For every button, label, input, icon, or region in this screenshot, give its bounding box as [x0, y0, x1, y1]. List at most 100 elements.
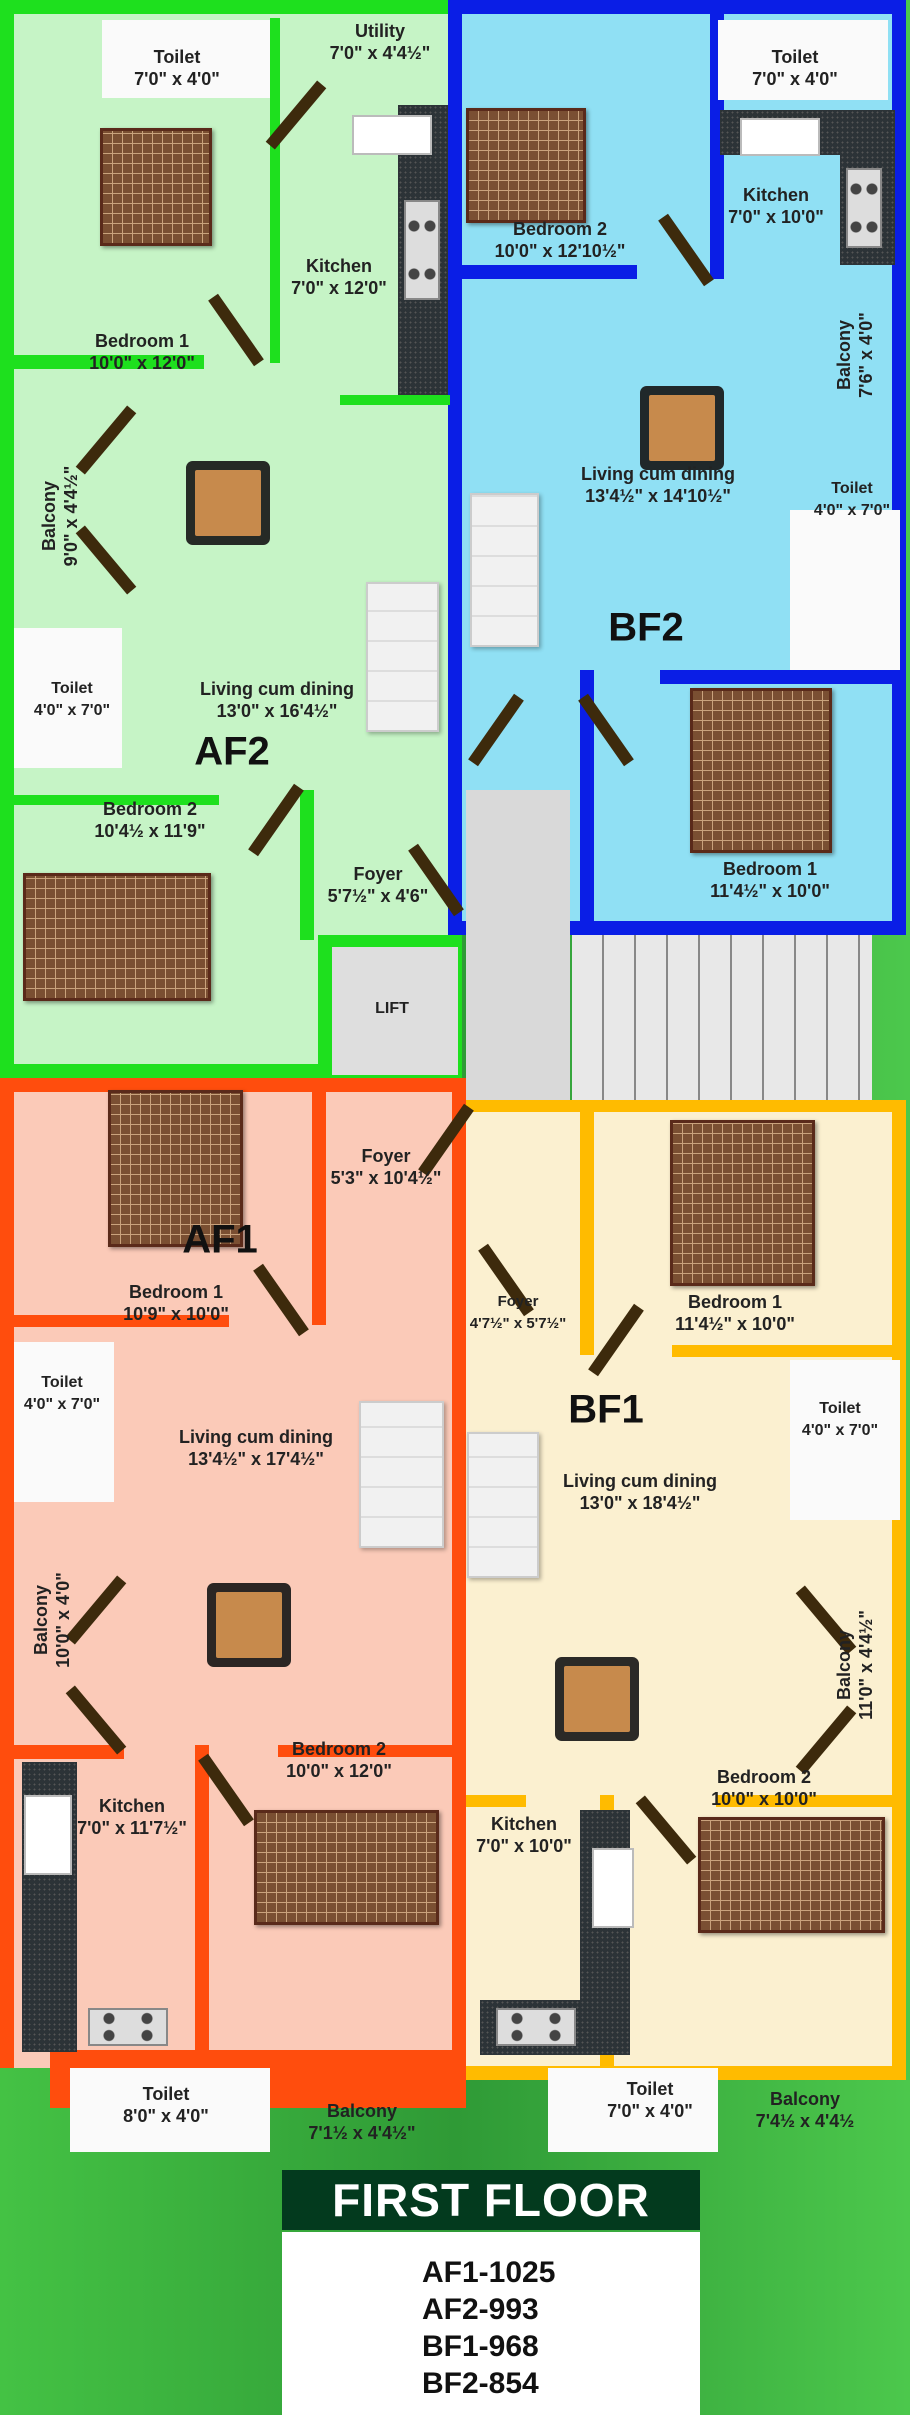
room-name: Balcony	[39, 480, 59, 552]
room-dimensions: 7'0" x 11'7½"	[77, 1818, 187, 1838]
room-dimensions: 4'0" x 7'0"	[23, 1396, 101, 1413]
room-name: Toilet	[831, 480, 873, 497]
room-name: Kitchen	[742, 185, 810, 205]
stove-icon	[88, 2008, 168, 2046]
area-item: AF1-1025	[422, 2256, 556, 2289]
room-name: Foyer	[361, 1146, 411, 1166]
floor-title: FIRST FLOOR	[332, 2174, 650, 2226]
wall	[195, 1745, 209, 2055]
dining-table-icon	[195, 470, 261, 536]
room-dimensions: 5'7½" x 4'6"	[327, 886, 429, 906]
bed-icon	[254, 1810, 439, 1925]
room-name: Bedroom 2	[102, 799, 198, 819]
room-dimensions: 5'3" x 10'4½"	[330, 1168, 442, 1188]
room-name: Living cum dining	[563, 1471, 717, 1491]
bed-icon	[108, 1090, 243, 1247]
room-dimensions: 7'0" x 4'4½"	[329, 43, 431, 63]
room-dimensions: 7'6" x 4'0"	[856, 312, 876, 398]
room-label: Toilet 4'0" x 7'0"	[34, 678, 110, 722]
room-dimensions: 10'4½ x 11'9"	[94, 821, 206, 841]
room-name: Toilet	[771, 47, 819, 67]
room-name: Bedroom 2	[512, 219, 608, 239]
room-dimensions: 9'0" x 4'4½"	[61, 465, 81, 567]
room-dimensions: 11'4½" x 10'0"	[675, 1314, 795, 1334]
room-name: Foyer	[497, 1293, 539, 1310]
room-dimensions: 4'0" x 7'0"	[33, 702, 111, 719]
unit-label-af2: AF2	[194, 729, 270, 774]
toilet-area	[70, 2068, 270, 2152]
toilet-area	[790, 510, 900, 670]
area-legend: AF1-1025 AF2-993 BF1-968 BF2-854	[282, 2232, 700, 2415]
dining-table-icon	[216, 1592, 282, 1658]
room-name: Toilet	[626, 2079, 674, 2099]
room-dimensions: 10'0" x 12'0"	[89, 353, 195, 373]
toilet-area	[14, 628, 122, 768]
room-name: Utility	[354, 21, 406, 41]
staircase	[572, 935, 872, 1103]
room-dimensions: 4'0" x 7'0"	[813, 502, 891, 519]
lift-label: LIFT	[375, 1000, 409, 1017]
room-dimensions: 11'4½" x 10'0"	[710, 881, 830, 901]
sofa-icon	[470, 493, 539, 647]
room-dimensions: 11'0" x 4'4½"	[856, 1610, 876, 1720]
room-dimensions: 13'0" x 18'4½"	[579, 1493, 701, 1513]
room-dimensions: 10'0" x 10'0"	[711, 1789, 817, 1809]
room-name: Kitchen	[98, 1796, 165, 1816]
room-dimensions: 10'0" x 12'0"	[286, 1761, 392, 1781]
room-name: Living cum dining	[200, 679, 354, 699]
sink-icon	[24, 1795, 72, 1875]
stove-icon	[846, 168, 882, 248]
wall	[716, 1795, 901, 1807]
room-name: Bedroom 1	[128, 1282, 224, 1302]
room-dimensions: 13'0" x 16'4½"	[216, 701, 338, 721]
stove-icon	[496, 2008, 576, 2046]
area-item: BF1-968	[422, 2330, 539, 2363]
room-dimensions: 8'0" x 4'0"	[123, 2106, 209, 2126]
wall	[278, 1745, 458, 1757]
sofa-icon	[467, 1432, 539, 1578]
bed-icon	[23, 873, 211, 1001]
room-dimensions: 13'4½" x 17'4½"	[188, 1449, 324, 1469]
room-name: Balcony	[834, 1629, 854, 1701]
bed-icon	[690, 688, 832, 853]
room-name: Toilet	[51, 680, 93, 697]
room-dimensions: 7'0" x 10'0"	[476, 1836, 572, 1856]
room-dimensions: 10'9" x 10'0"	[123, 1304, 229, 1324]
toilet-area	[102, 20, 270, 98]
unit-label-bf1: BF1	[568, 1387, 644, 1432]
wall	[580, 670, 594, 935]
bed-icon	[670, 1120, 815, 1286]
wall	[312, 1085, 326, 1325]
room-name: Balcony	[834, 319, 854, 391]
sink-icon	[740, 118, 820, 156]
room-dimensions: 7'4½ x 4'4½	[755, 2111, 855, 2131]
lift: LIFT	[318, 935, 458, 1075]
room-dimensions: 4'7½" x 5'7½"	[469, 1315, 567, 1332]
room-name: Bedroom 2	[291, 1739, 387, 1759]
wall	[270, 18, 280, 363]
toilet-area	[718, 20, 888, 100]
wall	[14, 1745, 124, 1759]
bed-icon	[100, 128, 212, 246]
area-item: BF2-854	[422, 2367, 539, 2400]
wall	[14, 795, 219, 805]
